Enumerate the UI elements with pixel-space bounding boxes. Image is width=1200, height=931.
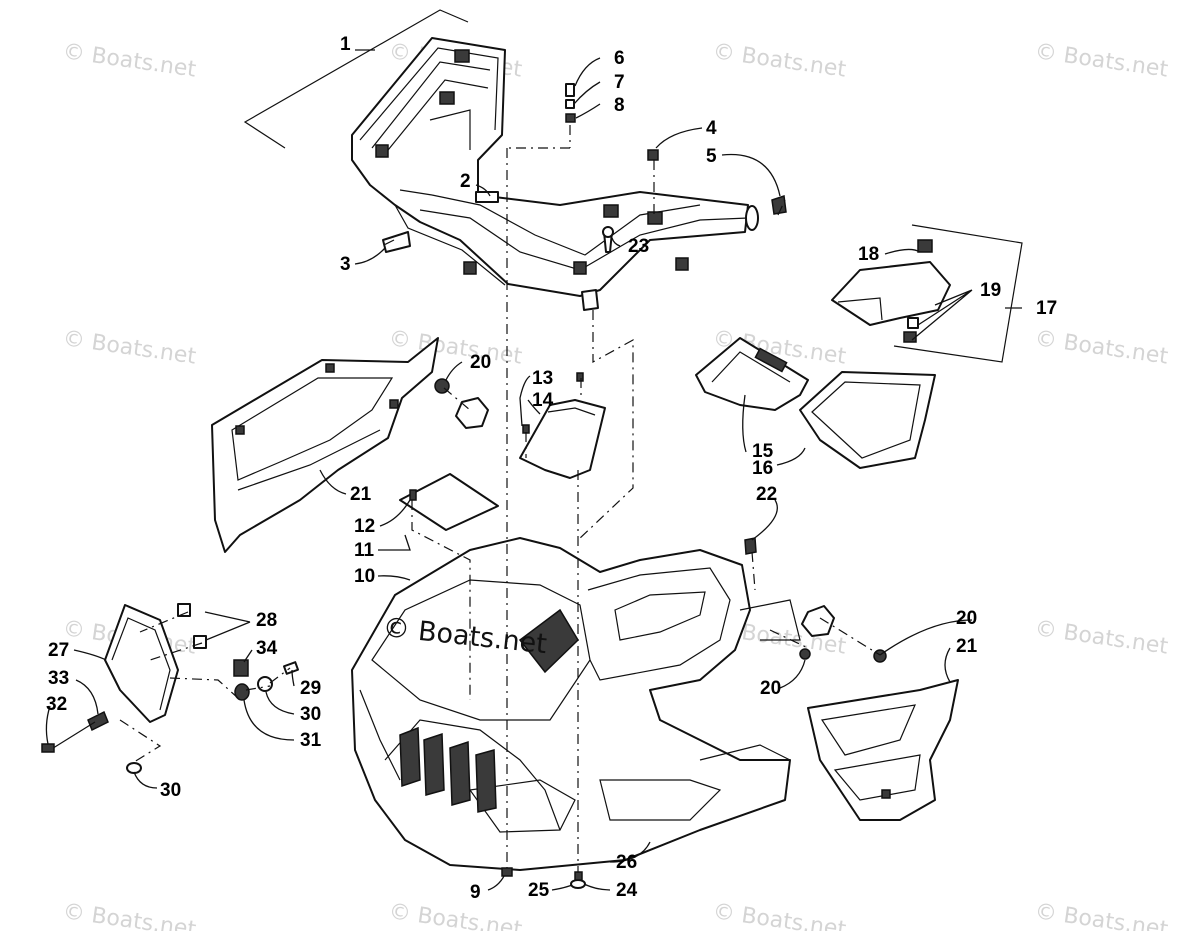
watermark: © Boats.net — [1033, 326, 1170, 369]
callout-3: 3 — [340, 254, 351, 275]
watermark: © Boats.net — [61, 899, 198, 931]
washer-icon — [570, 879, 586, 889]
watermark: © Boats.net — [387, 899, 524, 931]
assembly-lines — [119, 125, 881, 880]
callout-20: 20 — [470, 352, 491, 373]
callout-20: 20 — [956, 608, 977, 629]
callout-15: 15 — [752, 441, 774, 462]
callout-33: 33 — [48, 668, 69, 689]
clip-icon — [744, 537, 757, 555]
callout-13: 13 — [532, 368, 553, 389]
watermark: © Boats.net — [61, 326, 198, 369]
rack-mount-icon — [573, 261, 587, 275]
callout-30: 30 — [300, 704, 321, 725]
part-1-bracket — [243, 9, 469, 149]
callout-11: 11 — [354, 540, 375, 561]
cover-18 — [831, 224, 1023, 363]
grille-icon — [399, 726, 497, 813]
callout-18: 18 — [858, 244, 879, 265]
callout-22: 22 — [756, 484, 777, 505]
headlight-assembly — [41, 603, 300, 774]
callout-21: 21 — [956, 636, 978, 657]
left-fender-panel — [211, 337, 439, 553]
spacer-icon — [565, 99, 575, 109]
callout-26: 26 — [616, 852, 637, 873]
callout-17: 17 — [1036, 298, 1057, 319]
front-body — [351, 537, 801, 871]
label-plate-2 — [475, 191, 499, 203]
rack-mount-icon — [454, 49, 470, 63]
callout-1: 1 — [340, 34, 351, 55]
front-rack — [351, 37, 759, 311]
plate-11 — [399, 473, 499, 531]
callout-23: 23 — [628, 236, 649, 257]
watermark: © Boats.net — [61, 39, 198, 82]
watermark: © Boats.net — [1033, 899, 1170, 931]
nut-icon — [565, 113, 576, 123]
callout-27: 27 — [48, 640, 69, 661]
callout-32: 32 — [46, 694, 67, 715]
callout-8: 8 — [614, 95, 625, 116]
grommet-icon — [771, 194, 787, 215]
leader-lines — [45, 49, 1022, 891]
rack-mount-icon — [463, 261, 477, 275]
bolt-icon — [565, 83, 575, 97]
callout-10: 10 — [354, 566, 375, 587]
watermark: © Boats.net — [711, 899, 848, 931]
callout-34: 34 — [256, 638, 278, 659]
callout-19: 19 — [980, 280, 1001, 301]
watermark: © Boats.net — [1033, 39, 1170, 82]
callout-30: 30 — [160, 780, 181, 801]
rack-mount-icon — [675, 257, 689, 271]
callout-31: 31 — [300, 730, 322, 751]
bolt-icon — [382, 231, 411, 253]
rack-mount-icon — [375, 144, 389, 158]
callout-5: 5 — [706, 146, 717, 167]
callout-14: 14 — [532, 390, 554, 411]
grommet-icon — [799, 648, 811, 660]
callout-21: 21 — [350, 484, 372, 505]
callout-25: 25 — [528, 880, 550, 901]
callout-28: 28 — [256, 610, 277, 631]
nut-icon — [647, 149, 659, 161]
watermark: © Boats.net — [1033, 616, 1170, 659]
callout-20: 20 — [760, 678, 781, 699]
callout-16: 16 — [752, 458, 773, 479]
rack-mount-icon — [647, 211, 663, 225]
watermark: © Boats.net — [711, 39, 848, 82]
rack-mount-icon — [603, 204, 619, 218]
callout-6: 6 — [614, 48, 625, 69]
callout-4: 4 — [706, 118, 717, 139]
callout-29: 29 — [300, 678, 321, 699]
callout-9: 9 — [470, 882, 481, 903]
storage-compartment — [695, 337, 936, 469]
nut-icon — [574, 871, 583, 881]
nut-icon — [501, 867, 513, 877]
callout-24: 24 — [616, 880, 638, 901]
right-fender-panel — [807, 679, 959, 821]
rack-mount-icon — [439, 91, 455, 105]
center-bracket-14 — [519, 399, 606, 479]
callout-2: 2 — [460, 171, 471, 192]
callout-12: 12 — [354, 516, 375, 537]
nut-icon — [801, 605, 835, 637]
callout-labels: 1 2 3 4 5 6 7 8 9 10 11 12 13 14 15 16 1… — [46, 34, 1057, 903]
fasteners-upper — [382, 83, 787, 253]
callout-7: 7 — [614, 72, 625, 93]
